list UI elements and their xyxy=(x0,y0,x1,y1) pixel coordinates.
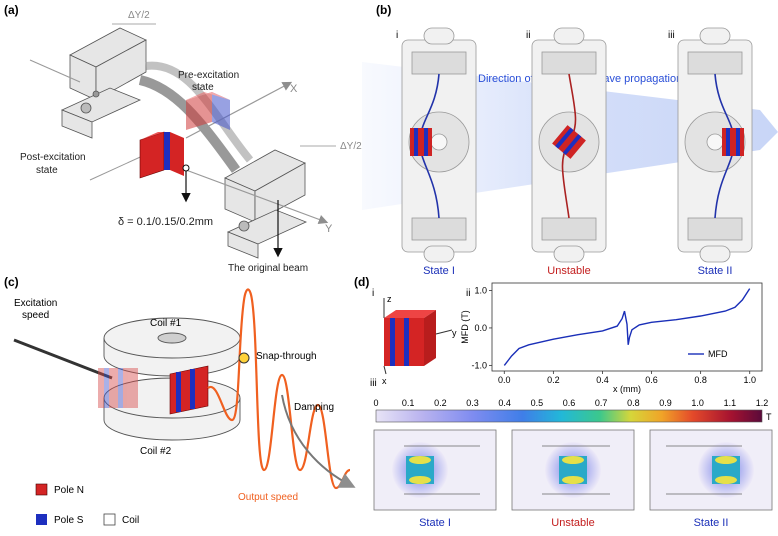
legend-n-swatch xyxy=(35,483,48,496)
pre-excitation-label-2: state xyxy=(192,82,214,93)
mfd-ytick-label: -1.0 xyxy=(471,360,487,370)
panel-d-sub-i: i xyxy=(372,288,374,299)
cube-z-label: z xyxy=(387,294,392,304)
field-map-state1 xyxy=(373,429,497,511)
colorbar-tick-label: 0.8 xyxy=(627,398,640,408)
legend-n-label: Pole N xyxy=(54,485,84,496)
device-state-1 xyxy=(401,27,477,263)
mfd-legend: MFD xyxy=(688,349,728,359)
post-excitation-magnet xyxy=(139,131,184,179)
colorbar-tick-label: 1.0 xyxy=(691,398,704,408)
mfd-xtick-label: 0.0 xyxy=(498,375,511,385)
mfd-series-line xyxy=(503,288,751,366)
damping-arrow xyxy=(281,394,356,488)
cube xyxy=(383,298,453,375)
mfd-xtick-label: 1.0 xyxy=(743,375,756,385)
colorbar-tick-label: 1.2 xyxy=(756,398,769,408)
axis-y-line xyxy=(185,169,329,224)
delta-point xyxy=(182,164,190,172)
panel-b-sub-ii: ii xyxy=(526,30,530,41)
left-clamp xyxy=(60,27,147,139)
post-excitation-label-2: state xyxy=(36,165,58,176)
colorbar-tick-label: 0.9 xyxy=(659,398,672,408)
original-beam-label: The original beam xyxy=(228,263,308,274)
coil1-label: Coil #1 xyxy=(150,318,182,329)
colorbar-ticks: 0 0.1 0.2 0.3 0.4 0.5 0.6 0.7 0.8 0.9 1.0 1.1 1.2 xyxy=(373,398,768,408)
right-clamp xyxy=(224,149,308,259)
colorbar-tick-label: 0.7 xyxy=(595,398,608,408)
coil-magnet xyxy=(169,365,209,415)
panel-b-sub-iii: iii xyxy=(668,30,675,41)
faded-magnet xyxy=(98,368,138,408)
colorbar-tick-label: 0.4 xyxy=(498,398,511,408)
colorbar-tick-label: 0.3 xyxy=(466,398,479,408)
colorbar-tick-label: 0.5 xyxy=(531,398,544,408)
dy-top-label: ΔY/2 xyxy=(128,10,150,21)
panel-d: (d) i ii iii z y x MFD (T) x (mm) MFD 0. xyxy=(354,275,773,529)
colorbar-tick-label: 0.1 xyxy=(402,398,415,408)
mfd-legend-label: MFD xyxy=(708,349,728,359)
mfd-xtick-label: 0.6 xyxy=(645,375,658,385)
mfd-ytick-label: 1.0 xyxy=(474,285,487,295)
colorbar-tick-label: 0.2 xyxy=(434,398,447,408)
excitation-rod xyxy=(13,338,113,380)
panel-a: (a) X Y xyxy=(4,3,362,274)
snap-through-label: Snap-through xyxy=(256,351,317,362)
excitation-label-2: speed xyxy=(22,310,49,321)
mfd-xtick-label: 0.2 xyxy=(547,375,560,385)
colorbar-unit: T xyxy=(766,412,772,422)
pre-excitation-label-1: Pre-excitation xyxy=(178,70,239,81)
panel-d-label: (d) xyxy=(354,275,369,289)
damping-label: Damping xyxy=(294,402,334,413)
panel-b-sub-i: i xyxy=(396,30,398,41)
axis-guide-left xyxy=(29,59,81,83)
output-speed-label: Output speed xyxy=(238,492,298,503)
axis-x-line xyxy=(185,81,293,139)
panel-b-state1-label: State I xyxy=(423,265,455,277)
mfd-ylabel: MFD (T) xyxy=(460,310,470,344)
pre-excitation-magnet xyxy=(186,92,230,130)
mfd-xlabel: x (mm) xyxy=(613,384,641,394)
mfd-chart: MFD (T) x (mm) MFD 0.0 0.2 0.4 0.6 0.8 1.0 -1.… xyxy=(460,282,763,394)
mfd-ytick-label: 0.0 xyxy=(474,323,487,333)
post-excitation-label-1: Post-excitation xyxy=(20,152,86,163)
panel-d-sub-ii: ii xyxy=(466,288,470,299)
legend-coil-label: Coil xyxy=(122,515,139,526)
legend-s-label: Pole S xyxy=(54,515,84,526)
delta-label: δ = 0.1/0.15/0.2mm xyxy=(118,216,213,228)
panel-b-unstable-label: Unstable xyxy=(547,265,590,277)
legend-s-swatch xyxy=(36,514,47,525)
colorbar-tick-label: 0.6 xyxy=(563,398,576,408)
dy-right-label: ΔY/2 xyxy=(340,141,362,152)
cube-x-label: x xyxy=(382,376,387,386)
colorbar-tick-label: 1.1 xyxy=(724,398,737,408)
panel-b-label: (b) xyxy=(376,3,391,17)
field-unstable-label: Unstable xyxy=(551,517,594,529)
device-state-2 xyxy=(677,27,753,263)
panel-b-state2-label: State II xyxy=(698,265,733,277)
excitation-label-1: Excitation xyxy=(14,298,57,309)
mfd-xtick-label: 0.4 xyxy=(596,375,609,385)
mfd-xtick-label: 0.8 xyxy=(694,375,707,385)
field-state1-label: State I xyxy=(419,517,451,529)
panel-a-label: (a) xyxy=(4,3,19,17)
axis-x-label: X xyxy=(290,83,298,95)
field-map-state2 xyxy=(649,429,773,511)
axis-y-label: Y xyxy=(325,223,333,235)
device-unstable xyxy=(531,27,607,263)
snap-through-point xyxy=(238,352,250,364)
legend-coil-swatch xyxy=(103,513,116,526)
colorbar-tick-label: 0 xyxy=(373,398,378,408)
panel-b: (b) Direction of mechanical wave propaga… xyxy=(362,3,778,277)
coil2-label: Coil #2 xyxy=(140,446,172,457)
field-state2-label: State II xyxy=(694,517,729,529)
panel-c: (c) Excitation speed Snap-throu xyxy=(4,275,356,526)
field-map-unstable xyxy=(511,429,635,511)
colorbar xyxy=(375,409,763,423)
cube-y-label: y xyxy=(452,328,457,338)
panel-c-label: (c) xyxy=(4,275,19,289)
panel-d-sub-iii: iii xyxy=(370,378,377,389)
